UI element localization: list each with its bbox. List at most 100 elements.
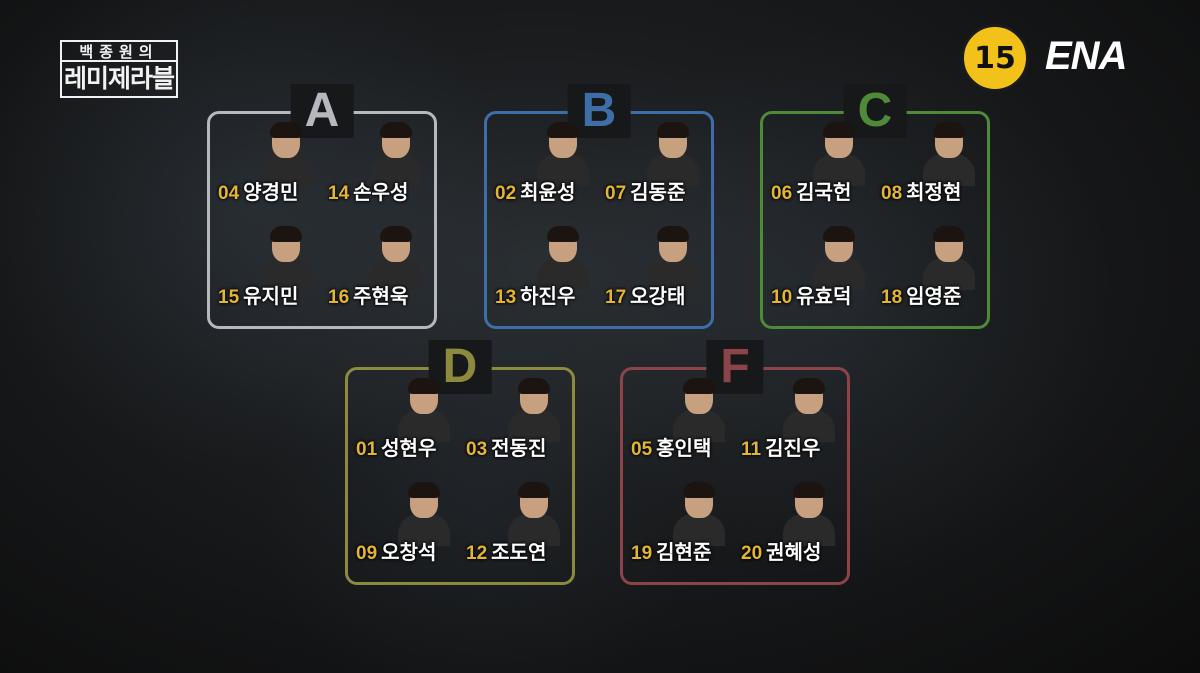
member-name: 김현준 (656, 540, 712, 564)
member-portrait (923, 122, 975, 186)
member-number: 02 (495, 183, 517, 204)
channel-logo: ENA (1045, 34, 1127, 78)
member-portrait (813, 122, 865, 186)
member-portrait (508, 378, 560, 442)
member-number: 18 (881, 287, 903, 308)
member-name: 김동준 (630, 180, 686, 204)
member-portrait (398, 378, 450, 442)
member-portrait (537, 226, 589, 290)
member-name: 오강태 (630, 284, 686, 308)
age-rating-badge: 15 (961, 24, 1029, 92)
member-number: 08 (881, 183, 903, 204)
member-number: 05 (631, 439, 653, 460)
member-name: 주현욱 (353, 284, 409, 308)
member-number: 09 (356, 543, 378, 564)
member-number: 19 (631, 543, 653, 564)
member-number: 06 (771, 183, 793, 204)
member-number: 16 (328, 287, 350, 308)
member-name: 최윤성 (520, 180, 576, 204)
team-letter: F (706, 340, 764, 394)
member-portrait (673, 378, 725, 442)
member-portrait (260, 226, 312, 290)
member-number: 10 (771, 287, 793, 308)
member-portrait (647, 226, 699, 290)
member-name: 유효덕 (796, 284, 852, 308)
member-name: 조도연 (491, 540, 547, 564)
member-name: 성현우 (381, 436, 437, 460)
member-name: 김진우 (765, 436, 821, 460)
show-logo: 백종원의 레미제라블 (60, 40, 178, 98)
member-portrait (783, 378, 835, 442)
member-number: 14 (328, 183, 350, 204)
member-portrait (508, 482, 560, 546)
member-portrait (398, 482, 450, 546)
member-name: 권혜성 (766, 540, 822, 564)
member-portrait (673, 482, 725, 546)
member-number: 07 (605, 183, 627, 204)
member-number: 04 (218, 183, 240, 204)
member-name: 유지민 (243, 284, 299, 308)
member-name: 김국헌 (796, 180, 852, 204)
member-name: 홍인택 (656, 436, 712, 460)
member-number: 03 (466, 439, 488, 460)
member-number: 17 (605, 287, 627, 308)
member-portrait (647, 122, 699, 186)
member-number: 15 (218, 287, 240, 308)
member-name: 임영준 (906, 284, 962, 308)
show-logo-main: 레미제라블 (60, 60, 178, 98)
member-portrait (260, 122, 312, 186)
member-portrait (923, 226, 975, 290)
member-portrait (370, 122, 422, 186)
member-name: 손우성 (353, 180, 409, 204)
member-portrait (783, 482, 835, 546)
member-portrait (813, 226, 865, 290)
member-portrait (537, 122, 589, 186)
member-number: 20 (741, 543, 763, 564)
member-portrait (370, 226, 422, 290)
member-number: 12 (466, 543, 488, 564)
member-number: 11 (741, 439, 762, 460)
member-name: 전동진 (491, 436, 547, 460)
member-name: 양경민 (243, 180, 299, 204)
